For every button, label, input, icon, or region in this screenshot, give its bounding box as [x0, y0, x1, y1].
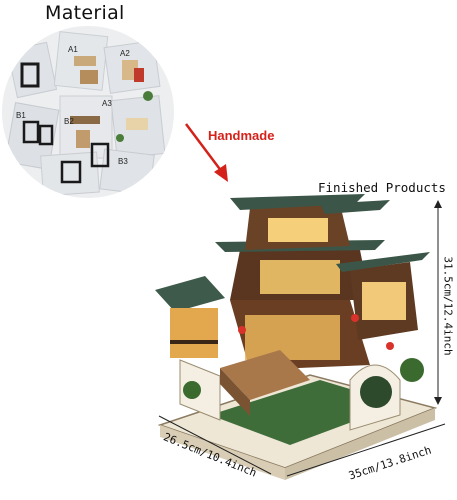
parts-bags-illustration: A1 A2 A3 B1 B2 B3 — [2, 26, 174, 198]
width-dimension-label: 35cm/13.8inch — [320, 444, 457, 483]
handmade-label: Handmade — [208, 128, 275, 143]
bag-label: A3 — [102, 99, 112, 108]
material-parts-photo: A1 A2 A3 B1 B2 B3 — [2, 26, 174, 198]
depth-dimension-arrow-icon — [158, 415, 272, 475]
finished-products-title: Finished Products — [318, 180, 446, 195]
bag-label: B1 — [16, 111, 26, 120]
finished-dollhouse-illustration — [155, 194, 438, 480]
height-dimension-label: 31.5cm/12.4inch — [418, 226, 457, 386]
height-dimension-text: 31.5cm/12.4inch — [441, 256, 455, 356]
bag-label: B2 — [64, 117, 74, 126]
depth-dimension-label: 26.5cm/10.4inch — [140, 430, 280, 479]
handmade-arrow-icon — [185, 123, 228, 182]
bag-label: A1 — [68, 45, 78, 54]
width-dimension-arrow-icon — [286, 423, 446, 477]
width-dimension-text: 35cm/13.8inch — [347, 443, 433, 483]
height-dimension-arrow-icon — [434, 200, 442, 405]
bag-label: A2 — [120, 49, 130, 58]
material-title: Material — [45, 2, 125, 24]
bag-label: B3 — [118, 157, 128, 166]
